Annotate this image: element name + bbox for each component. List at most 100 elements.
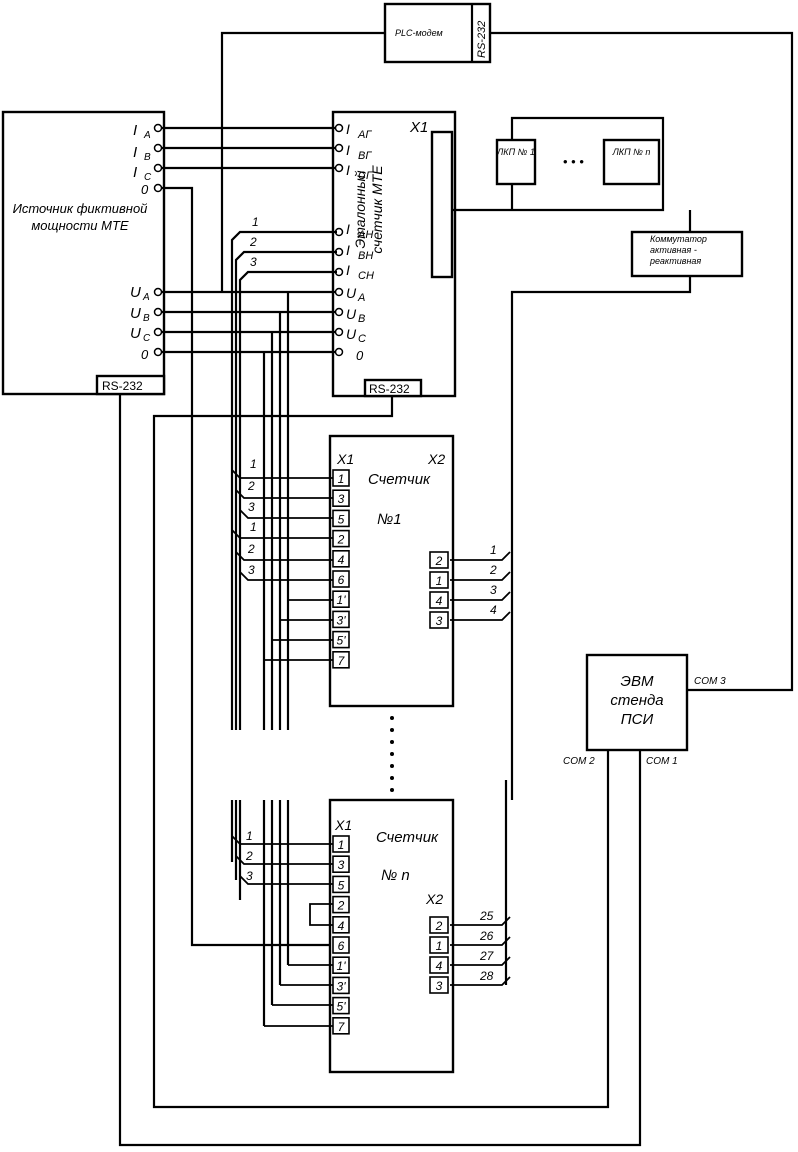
svg-text:C: C — [143, 333, 151, 344]
meter-1-x1-pin-box — [332, 570, 350, 588]
meter-n-x2-pin-label: 4 — [436, 959, 443, 973]
svg-text:3: 3 — [246, 869, 253, 883]
meter-n-x2-pin-box — [429, 916, 449, 934]
meter-1-x1: X1 — [336, 451, 354, 467]
com3-label: COM 3 — [694, 676, 726, 687]
computer-label: ЭВМ стенда ПСИ — [610, 673, 664, 728]
svg-text:ВГ: ВГ — [358, 150, 372, 162]
meter-1-x1-pin-label: 6 — [338, 573, 345, 587]
svg-text:U: U — [346, 285, 357, 301]
svg-text:I: I — [133, 122, 137, 139]
svg-text:25: 25 — [479, 909, 494, 923]
meter-1-x1-pin-box — [332, 549, 350, 568]
commutator-block: Коммутатор активная - реактивная — [510, 210, 744, 800]
meter-1-x1-pin-label: 1' — [337, 593, 347, 607]
meter-n-x1-pin-label: 4 — [338, 919, 345, 933]
meter-n-x1-pin-label: 7 — [338, 1020, 346, 1034]
meter-n-x1: X1 — [334, 817, 352, 833]
meter-1-wires: 1 2 3 1 2 3 1 2 3 4 — [231, 457, 511, 661]
current-bus: 1 2 3 — [230, 215, 337, 730]
meter-1-x2: X2 — [427, 451, 445, 467]
svg-text:2: 2 — [249, 235, 257, 249]
svg-text:3: 3 — [490, 583, 497, 597]
meter-n-x1-pin-label: 1 — [338, 838, 345, 852]
svg-text:I: I — [346, 162, 350, 178]
svg-text:U: U — [130, 325, 141, 342]
lkp-group: ЛКП № 1 ЛКП № n • • • — [495, 116, 665, 212]
meter-n-x2-pin-box — [429, 956, 449, 974]
plc-modem-label: PLC-модем — [395, 28, 443, 38]
svg-text:ВН: ВН — [358, 250, 373, 262]
reference-meter-block: X1 Эталонный счетчик МТЕ RS-232 — [331, 110, 457, 398]
meter-n-x1-pin-label: 6 — [338, 939, 345, 953]
meter-1-x1-pin-label: 5 — [338, 512, 345, 526]
svg-text:26: 26 — [479, 929, 494, 943]
svg-text:2: 2 — [245, 849, 253, 863]
meter-1-number: №1 — [377, 511, 402, 528]
meter-1-x2-pin-label: 3 — [436, 614, 443, 628]
plc-modem: PLC-модем RS-232 — [383, 2, 492, 64]
meter-n-number: № n — [381, 867, 410, 884]
meter-n-x1-pin-box — [332, 936, 350, 954]
svg-text:СГ: СГ — [358, 170, 373, 182]
svg-text:U: U — [346, 306, 357, 322]
svg-text:2: 2 — [247, 542, 255, 556]
com2-label: COM 2 — [563, 756, 595, 767]
source-terminal-circles — [153, 123, 163, 357]
meter-n-x2-pin-box — [429, 976, 449, 994]
lkp-n-label: ЛКП № n — [612, 147, 651, 157]
svg-text:U: U — [130, 284, 141, 301]
svg-text:U: U — [346, 326, 357, 342]
meter-n-x1-pin-label: 3 — [338, 858, 345, 872]
meter-n-x2-pin-box — [429, 936, 449, 954]
meter-n-x1-pin-label: 1' — [337, 959, 347, 973]
meter-n-x1-pin-label: 5 — [338, 878, 345, 892]
voltage-wires — [160, 290, 337, 354]
svg-text:0: 0 — [141, 347, 149, 362]
svg-text:I: I — [346, 221, 350, 237]
com1-label: COM 1 — [646, 756, 678, 767]
meter-n-x2-pin-label: 1 — [436, 939, 443, 953]
meter-n-x1-pin-label: 2 — [337, 899, 345, 913]
current-generator-wires — [160, 126, 337, 947]
meter-n-x2-pin-label: 3 — [436, 979, 443, 993]
meter-1-x1-pin-label: 5' — [337, 634, 347, 648]
meter-1-x1-pin-label: 7 — [338, 654, 346, 668]
meter-1-x2-pin-label: 1 — [436, 574, 443, 588]
svg-text:1: 1 — [490, 543, 497, 557]
svg-text:B: B — [143, 313, 150, 324]
meter-n-title: Счетчик — [376, 829, 439, 846]
svg-text:АГ: АГ — [357, 129, 372, 141]
svg-text:I: I — [133, 144, 137, 161]
meter-n-wires: 1 2 3 25 26 27 28 — [231, 829, 511, 1027]
meter-n-block: X1 X2 Счетчик № n — [328, 798, 455, 1074]
meter-1-x1-pin-label: 4 — [338, 553, 345, 567]
meter-n-x1-pin-label: 3' — [337, 979, 347, 993]
plc-modem-rs232: RS-232 — [476, 21, 488, 58]
meter-1-x2-pin-label: 4 — [436, 594, 443, 608]
meter-1-x1-pin-label: 3' — [337, 613, 347, 627]
meter-1-block: X1 X2 Счетчик №1 — [328, 434, 455, 708]
svg-text:1: 1 — [250, 520, 257, 534]
meter-n-x2: X2 — [425, 891, 443, 907]
reference-x1: X1 — [409, 119, 428, 136]
meter-n-x1-pin-label: 5' — [337, 1000, 347, 1014]
meter-1-title: Счетчик — [368, 471, 431, 488]
svg-text:B: B — [144, 152, 151, 163]
svg-text:I: I — [346, 121, 350, 137]
meter-1-x1-pin-label: 2 — [337, 533, 345, 547]
svg-text:1: 1 — [252, 215, 259, 229]
source-rs232: RS-232 — [102, 379, 143, 393]
svg-text:1: 1 — [246, 829, 253, 843]
svg-text:0: 0 — [356, 348, 364, 363]
svg-text:АН: АН — [357, 229, 373, 241]
svg-text:I: I — [346, 142, 350, 158]
lkp-ellipsis: • • • — [563, 154, 584, 169]
reference-terminal-circles — [334, 123, 344, 357]
svg-text:3: 3 — [250, 255, 257, 269]
